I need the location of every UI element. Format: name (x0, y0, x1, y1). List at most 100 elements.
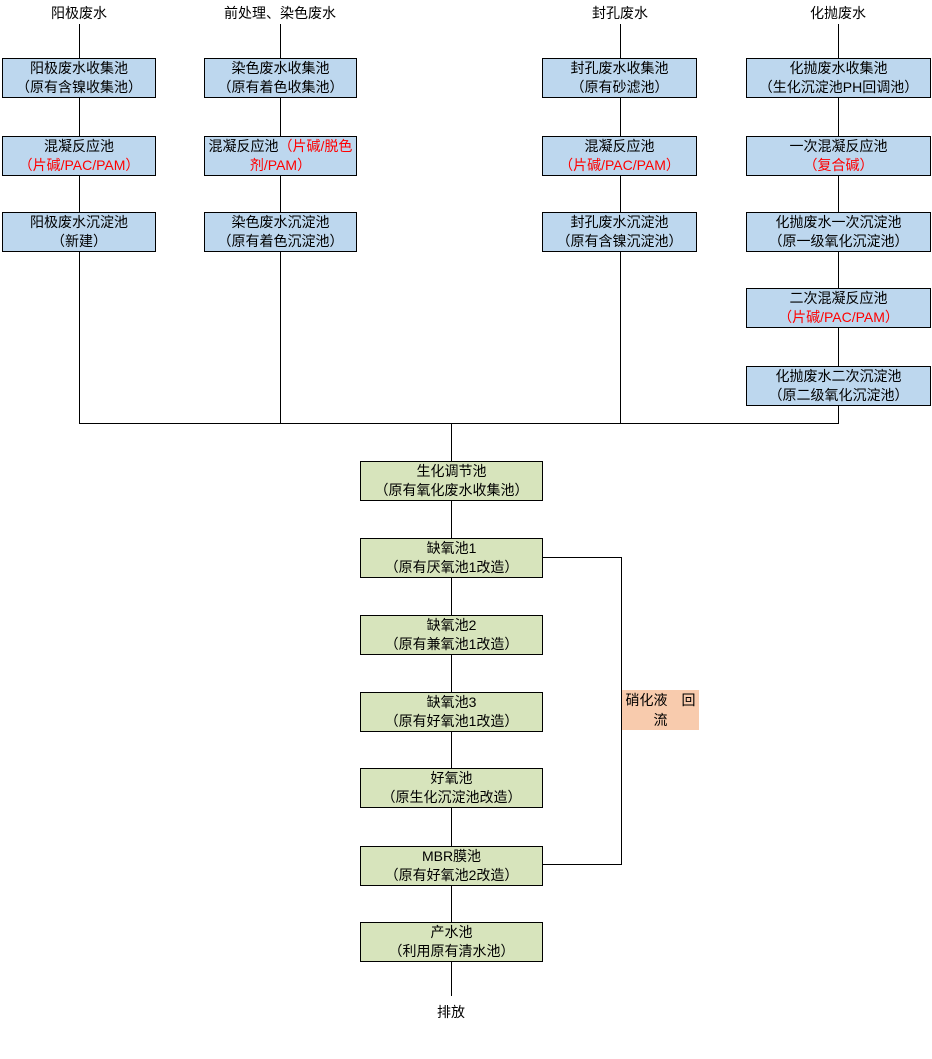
box-subtitle: （原一级氧化沉淀池） (768, 233, 909, 249)
box-aerobic-tank: 好氧池 （原生化沉淀池改造） (360, 768, 543, 808)
box-anode-coagulation-tank: 混凝反应池 （片碱/PAC/PAM） (2, 136, 156, 176)
box-dyeing-coagulation-tank: 混凝反应池（片碱/脱色剂/PAM） (204, 136, 357, 176)
connector-line (451, 655, 452, 692)
box-title: 缺氧池3 (426, 694, 477, 710)
discharge-label: 排放 (437, 1004, 465, 1020)
connector-line (79, 176, 80, 212)
box-subtitle: （原有好氧池2改造） (384, 867, 519, 883)
connector-line (280, 98, 281, 136)
box-chemicals: （片碱/PAC/PAM） (18, 157, 140, 173)
connector-line (280, 176, 281, 212)
box-title: 混凝反应池 (208, 138, 279, 154)
box-polishing-primary-sedimentation-tank: 化抛废水一次沉淀池 （原一级氧化沉淀池） (746, 212, 931, 252)
nitrified-liquor-reflux-label: 硝化液 回 流 (622, 690, 699, 730)
box-title: 混凝反应池 (44, 138, 114, 154)
box-title: 二次混凝反应池 (789, 290, 888, 306)
box-chemicals: （片碱/PAC/PAM） (559, 157, 680, 173)
box-subtitle: （原有兼氧池1改造） (384, 636, 519, 652)
box-subtitle: （原有含镍收集池） (16, 79, 142, 95)
connector-line (620, 252, 621, 423)
connector-line (620, 24, 621, 58)
box-dyeing-sedimentation-tank: 染色废水沉淀池 （原有着色沉淀池） (204, 212, 357, 252)
reflux-line (621, 557, 622, 865)
box-polishing-secondary-sedimentation-tank: 化抛废水二次沉淀池 （原二级氧化沉淀池） (746, 366, 931, 406)
box-anoxic-tank-2: 缺氧池2 （原有兼氧池1改造） (360, 615, 543, 655)
box-subtitle: （原生化沉淀池改造） (381, 789, 522, 805)
box-title: 封孔废水收集池 (570, 60, 669, 76)
box-title: 混凝反应池 (584, 138, 655, 154)
box-subtitle: （原有厌氧池1改造） (384, 559, 519, 575)
box-title: 化抛废水收集池 (789, 60, 888, 76)
box-polishing-collection-tank: 化抛废水收集池 （生化沉淀池PH回调池） (746, 58, 931, 98)
box-sealing-collection-tank: 封孔废水收集池 （原有砂滤池） (542, 58, 697, 98)
box-biochemical-regulating-tank: 生化调节池 （原有氧化废水收集池） (360, 461, 543, 501)
connector-line (838, 98, 839, 136)
box-title: 缺氧池1 (426, 540, 477, 556)
connector-line (451, 578, 452, 615)
connector-line (451, 962, 452, 996)
box-subtitle: （原有着色沉淀池） (217, 233, 344, 249)
reflux-line (543, 557, 621, 558)
connector-line (451, 501, 452, 538)
box-chemicals: （片碱/PAC/PAM） (778, 309, 899, 325)
box-subtitle: （原有含镍沉淀池） (556, 233, 683, 249)
connector-line (280, 252, 281, 423)
header-sealing-wastewater: 封孔废水 (592, 5, 648, 21)
box-subtitle: （原二级氧化沉淀池） (768, 387, 909, 403)
reflux-label-line2: 流 (653, 712, 668, 728)
box-polishing-primary-coagulation-tank: 一次混凝反应池 （复合碱） (746, 136, 931, 176)
connector-line (838, 406, 839, 423)
box-title: 染色废水沉淀池 (231, 214, 330, 230)
connector-line (451, 732, 452, 768)
box-anoxic-tank-3: 缺氧池3 （原有好氧池1改造） (360, 692, 543, 732)
box-subtitle: （原有氧化废水收集池） (374, 482, 529, 498)
box-title: 缺氧池2 (426, 617, 477, 633)
connector-line (451, 886, 452, 922)
box-title: MBR膜池 (421, 848, 482, 864)
box-title: 一次混凝反应池 (789, 138, 888, 154)
box-dyeing-collection-tank: 染色废水收集池 （原有着色收集池） (204, 58, 357, 98)
reflux-line (543, 864, 621, 865)
connector-line (838, 176, 839, 212)
connector-line (79, 252, 80, 423)
box-mbr-membrane-tank: MBR膜池 （原有好氧池2改造） (360, 846, 543, 886)
reflux-label-line1: 硝化液 回 (625, 692, 696, 708)
connector-line (838, 24, 839, 58)
box-chemicals: （复合碱） (803, 157, 874, 173)
box-sealing-coagulation-tank: 混凝反应池 （片碱/PAC/PAM） (542, 136, 697, 176)
box-subtitle: （原有好氧池1改造） (384, 713, 519, 729)
box-title: 好氧池 (430, 770, 473, 786)
box-anode-collection-tank: 阳极废水收集池 （原有含镍收集池） (2, 58, 156, 98)
box-title: 产水池 (430, 924, 473, 940)
box-sealing-sedimentation-tank: 封孔废水沉淀池 （原有含镍沉淀池） (542, 212, 697, 252)
box-title: 封孔废水沉淀池 (570, 214, 669, 230)
header-polishing-wastewater: 化抛废水 (810, 5, 866, 21)
box-anoxic-tank-1: 缺氧池1 （原有厌氧池1改造） (360, 538, 543, 578)
connector-line (79, 24, 80, 58)
box-subtitle: （原有着色收集池） (217, 79, 344, 95)
box-title: 化抛废水二次沉淀池 (775, 368, 902, 384)
connector-line (280, 24, 281, 58)
header-anode-wastewater: 阳极废水 (51, 5, 107, 21)
connector-line (79, 98, 80, 136)
box-title: 染色废水收集池 (231, 60, 330, 76)
connector-line (451, 423, 452, 461)
box-subtitle: （利用原有清水池） (388, 943, 515, 959)
box-title: 生化调节池 (416, 463, 487, 479)
connector-line (620, 176, 621, 212)
box-subtitle: （生化沉淀池PH回调池） (758, 79, 919, 95)
connector-line (451, 808, 452, 846)
box-anode-sedimentation-tank: 阳极废水沉淀池 （新建） (2, 212, 156, 252)
box-subtitle: （新建） (51, 233, 107, 249)
header-pretreatment-dyeing-wastewater: 前处理、染色废水 (224, 5, 336, 21)
box-chemicals: （片碱/脱色剂/PAM） (249, 138, 353, 173)
box-title: 化抛废水一次沉淀池 (775, 214, 902, 230)
box-title: 阳极废水沉淀池 (30, 214, 128, 230)
connector-line (620, 98, 621, 136)
box-title: 阳极废水收集池 (30, 60, 128, 76)
collector-line (79, 423, 839, 424)
box-subtitle: （原有砂滤池） (570, 79, 669, 95)
box-product-water-tank: 产水池 （利用原有清水池） (360, 922, 543, 962)
connector-line (838, 252, 839, 288)
